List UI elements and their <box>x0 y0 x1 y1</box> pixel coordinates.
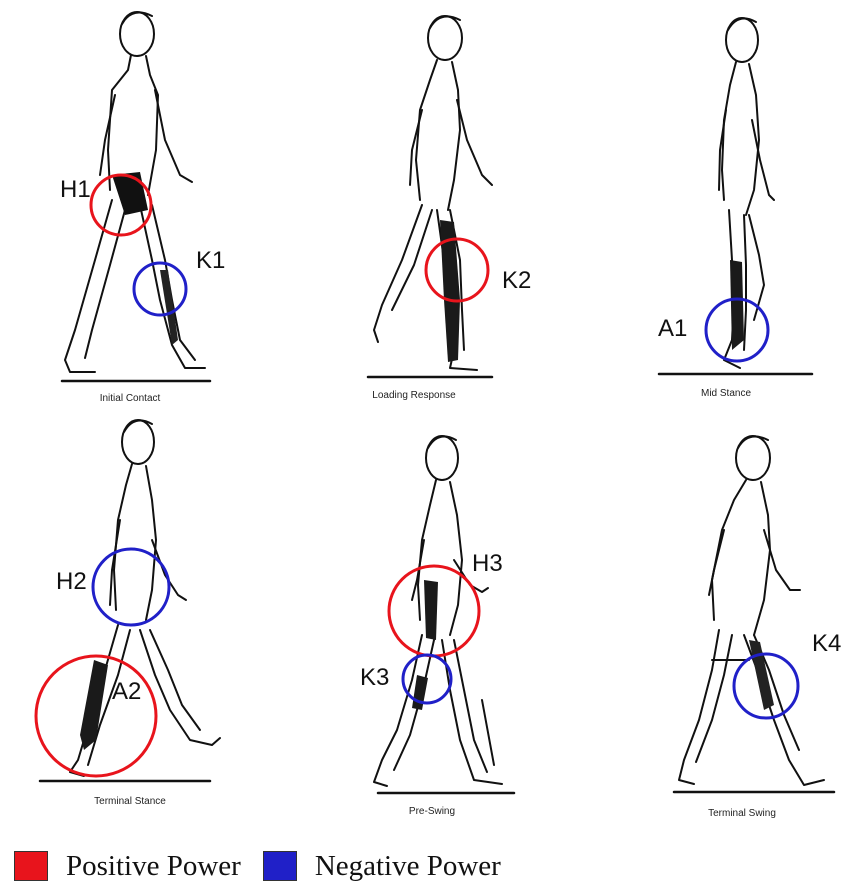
label-h1: H1 <box>60 176 91 204</box>
label-h2: H2 <box>56 568 87 596</box>
label-h3: H3 <box>472 550 503 578</box>
panel-initial-contact: H1 K1 Initial Contact <box>0 0 282 420</box>
panel-loading-response: K2 Loading Response <box>282 0 564 420</box>
marker-circle-k1 <box>134 263 186 315</box>
caption-mid-stance: Mid Stance <box>646 388 806 399</box>
label-k3: K3 <box>360 664 389 692</box>
panel-terminal-swing: K4 Terminal Swing <box>564 420 846 820</box>
label-k1: K1 <box>196 247 225 275</box>
walking-figure-pre-swing <box>282 420 564 820</box>
label-a2: A2 <box>112 678 141 706</box>
caption-initial-contact: Initial Contact <box>50 393 210 404</box>
marker-circle-h2 <box>93 549 169 625</box>
legend-swatch-negative <box>263 851 297 881</box>
legend-swatch-positive <box>14 851 48 881</box>
legend: Positive Power Negative Power <box>14 848 523 884</box>
caption-terminal-swing: Terminal Swing <box>662 808 822 819</box>
label-k2: K2 <box>502 267 531 295</box>
walking-figure-loading-response <box>282 0 564 420</box>
walking-figure-mid-stance <box>564 0 846 420</box>
panel-mid-stance: A1 Mid Stance <box>564 0 846 420</box>
panel-terminal-stance: H2 A2 Terminal Stance <box>0 420 282 820</box>
walking-figure-initial-contact <box>0 0 282 420</box>
panel-pre-swing: H3 K3 Pre-Swing <box>282 420 564 820</box>
label-a1: A1 <box>658 315 687 343</box>
label-k4: K4 <box>812 630 841 658</box>
caption-loading-response: Loading Response <box>334 390 494 401</box>
caption-pre-swing: Pre-Swing <box>352 806 512 817</box>
legend-label-positive: Positive Power <box>66 850 241 883</box>
legend-label-negative: Negative Power <box>315 850 501 883</box>
walking-figure-terminal-swing <box>564 420 846 820</box>
walking-figure-terminal-stance <box>0 420 282 820</box>
caption-terminal-stance: Terminal Stance <box>50 796 210 807</box>
